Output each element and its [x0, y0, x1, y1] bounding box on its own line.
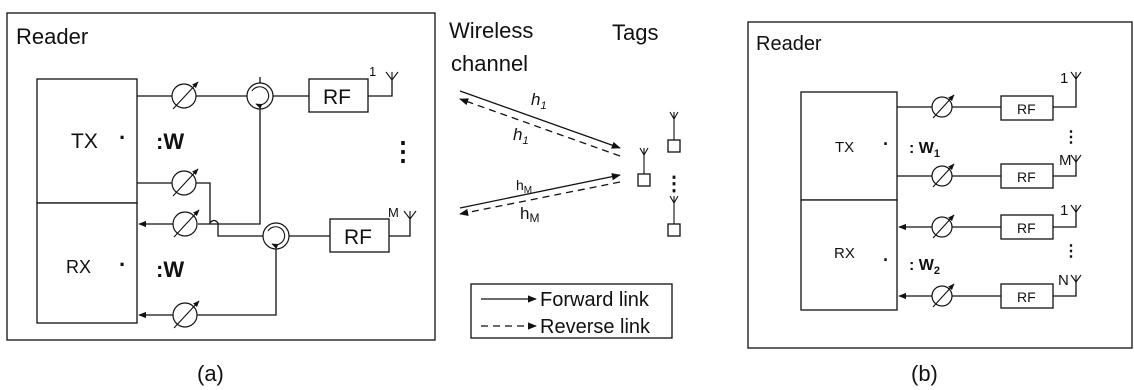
vertical-dots-rx-b: ⋮	[1063, 243, 1079, 260]
rf-box-1-b	[1000, 95, 1054, 121]
phase-arrow-tx2-b	[932, 163, 955, 188]
hm-reverse-label: hM	[520, 204, 539, 225]
tag-top-chip	[667, 139, 681, 153]
reader-label-a: Reader	[16, 24, 88, 49]
channel-title-line2: channel	[451, 51, 528, 76]
weight-rx-a: :W	[156, 257, 184, 282]
phase-arrow-rx1-b	[932, 214, 955, 239]
weight-rx-b: : W2	[909, 257, 940, 277]
rx-row-2-b: RF N	[898, 272, 1082, 309]
antenna-top-a	[385, 71, 399, 81]
rx-label-a: RX	[66, 257, 91, 277]
h1-forward-label: h1	[531, 90, 547, 112]
tag-middle	[637, 147, 651, 187]
wire-rf1-ant-a	[368, 80, 393, 97]
rx-row-1-b: RF 1	[898, 202, 1082, 240]
legend-forward-label: Forward link	[540, 289, 650, 311]
wire-rf2-ant-b	[1053, 162, 1077, 177]
rf-box-4-b	[1000, 283, 1054, 309]
rx-dot-b: ·	[883, 250, 889, 270]
rf-label-1-b: RF	[1017, 101, 1036, 117]
phase-arrow-rx2-b	[932, 283, 955, 308]
reverse-link-h1	[459, 98, 621, 157]
antenna-label-1-b: 1	[1060, 70, 1068, 87]
tx-row-1-b: RF 1	[897, 70, 1082, 121]
tag-bottom-chip	[667, 223, 681, 237]
caption-a: (a)	[197, 361, 224, 386]
forward-link-h1	[459, 90, 621, 149]
rf-label-bottom-a: RF	[344, 226, 372, 249]
hm-forward-label: hM	[516, 177, 532, 196]
weight-tx-b: : W1	[909, 140, 940, 160]
rx-block-b	[800, 199, 898, 311]
phase-arrow-tx1-b	[932, 94, 955, 119]
tags-label: Tags	[612, 20, 658, 45]
tag-bottom-antenna	[669, 195, 679, 224]
vertical-dots-tx-b: ⋮	[1063, 129, 1079, 146]
rf-box-top-a	[308, 78, 369, 113]
antenna-1-b	[1070, 71, 1082, 80]
vertical-dots-a: ⋮	[390, 136, 416, 166]
tag-middle-antenna	[639, 147, 649, 174]
h1-reverse-label: h1	[513, 125, 529, 147]
rf-label-3-b: RF	[1017, 220, 1036, 236]
tx-dot-b: ·	[883, 134, 889, 154]
rx-label-b: RX	[834, 245, 855, 262]
rx-block-a	[36, 202, 138, 324]
rf-label-top-a: RF	[323, 86, 351, 109]
caption-b: (b)	[911, 361, 938, 386]
tx-block-a	[36, 78, 138, 204]
channel-title-line1: Wireless	[449, 18, 533, 43]
tag-dots: ⋮	[664, 173, 684, 195]
tx-label-a: TX	[71, 130, 98, 153]
phase-arrow-tx2-a	[172, 168, 199, 197]
legend-reverse-label: Reverse link	[540, 316, 651, 338]
tx-dot-a: ·	[119, 125, 126, 150]
phase-arrow-rx2-a	[173, 300, 200, 329]
circulator-top-arrow-a	[251, 86, 270, 109]
wire-circ-top-rx-a	[198, 109, 261, 225]
rf-label-4-b: RF	[1017, 289, 1036, 305]
antenna-4-b	[1070, 274, 1082, 283]
antenna-bottom-a	[403, 210, 417, 220]
legend-box	[470, 283, 673, 339]
antenna-label-2-b: M	[1059, 152, 1072, 169]
rf-box-bottom-a	[329, 218, 390, 253]
antenna-top-index-a: 1	[369, 64, 376, 79]
wire-rf4-ant-b	[1053, 282, 1077, 297]
weight-tx-a: :W	[156, 129, 184, 154]
wireless-channel: Wireless channel Tags h1 h1 hM hM ⋮ Forw…	[449, 18, 684, 339]
tag-top-antenna	[669, 111, 679, 140]
antenna-bottom-index-a: M	[388, 205, 399, 220]
reverse-link-hm	[459, 181, 621, 216]
tx-label-b: TX	[835, 139, 854, 156]
tx-row-2-b: RF M	[897, 152, 1082, 189]
tag-middle-chip	[637, 173, 651, 187]
tx-block-b	[800, 91, 898, 201]
tag-bottom	[667, 195, 681, 237]
rf-label-2-b: RF	[1017, 169, 1036, 185]
antenna-2-b	[1070, 154, 1082, 163]
wire-tx2b-a	[196, 182, 263, 237]
wire-rf1-ant-b	[1053, 79, 1077, 108]
wire-rf2-ant-a	[389, 219, 411, 237]
wire-circ-bottom-rx-a	[197, 249, 277, 316]
antenna-label-4-b: N	[1058, 272, 1069, 289]
antenna-label-3-b: 1	[1060, 202, 1068, 219]
wire-rf3-ant-b	[1053, 212, 1077, 228]
panel-b: Reader TX · RX · : W1 : W2 RF 1 ⋮	[747, 21, 1133, 386]
reader-label-b: Reader	[756, 33, 822, 55]
rx-dot-a: ·	[119, 252, 126, 277]
tag-top	[667, 111, 681, 153]
phase-arrow-rx1-a	[173, 209, 200, 238]
circulator-bottom-arrow-a	[267, 226, 286, 249]
phase-arrow-tx1-a	[172, 81, 199, 110]
panel-a: Reader TX · RX · :W :W RF 1 ⋮	[6, 12, 436, 386]
antenna-3-b	[1070, 204, 1082, 213]
forward-link-hm	[459, 173, 621, 209]
